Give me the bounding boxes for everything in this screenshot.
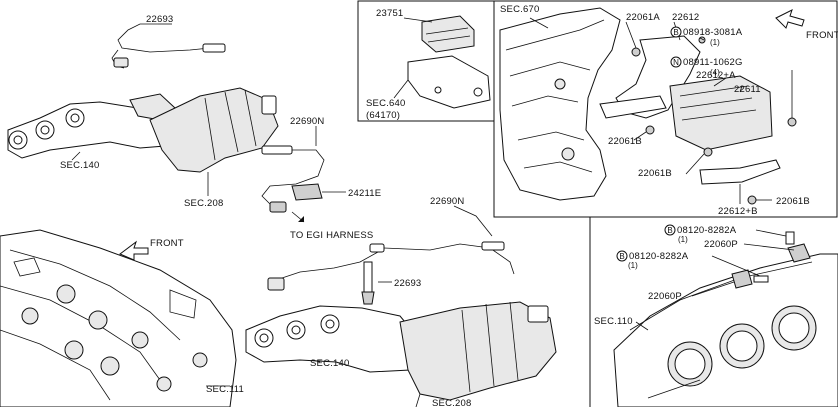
to-harness-arrowhead [298,216,304,222]
air-fuel-ratio-sensor-top [111,23,226,69]
leader-22611 [739,85,743,93]
label-22690N-top: 22690N [290,116,324,127]
leader-23751 [403,17,433,23]
oxygen-sensor-22690N-mid [369,241,515,275]
catalytic-converter-mid [399,301,557,407]
engine-block-left [0,229,237,407]
label-22693-top: 22693 [146,14,173,25]
leader-22061B-2 [685,153,705,175]
ecm-bracket-22612 [615,35,701,119]
bolt-symbol-circle-2 [664,224,676,236]
leader-22061B-1 [633,131,647,141]
leader-sec110 [635,321,649,331]
label-sec140-top: SEC.140 [60,160,99,171]
label-sec208-top: SEC.208 [184,198,223,209]
label-front-right: FRONT [806,30,838,41]
cylinder-block-sec110 [613,253,838,407]
leader-22060P-1 [743,243,795,251]
leader-sec640 [393,79,409,99]
leader-22612A [713,77,727,87]
bolt-symbol-letter-2: B [667,226,672,235]
leader-sec670 [529,17,549,29]
label-22060P-2: 22060P [648,291,682,302]
label-22061A: 22061A [626,12,660,23]
label-08120-2-qty: (1) [628,261,638,270]
body-structure-sec670 [499,7,621,201]
catalytic-converter-top [149,87,279,173]
label-08120-1: 08120-8282A [677,225,737,236]
front-arrow-right-icon [775,9,805,29]
label-08120-2: 08120-8282A [629,251,689,262]
label-22690N-mid: 22690N [430,196,464,207]
ecm-bracket-22612A [599,95,667,119]
bracket-24211E [291,183,323,201]
label-sec640: SEC.640 [366,98,405,109]
ecm-unit-22611 [669,75,773,151]
label-front-left: FRONT [150,238,184,249]
ecm-bracket-panel-frame [493,0,838,218]
label-22061B-3: 22061B [776,196,810,207]
bolt-symbol-letter-3: B [619,252,624,261]
leader-08120-1 [755,229,787,237]
nut-symbol-circle [670,56,682,68]
label-24211E: 24211E [348,188,381,199]
label-22061B-1: 22061B [608,136,642,147]
label-22693-mid: 22693 [394,278,421,289]
ecm-bracket-sec640 [407,55,491,109]
label-08120-1-qty: (1) [678,235,688,244]
label-23751: 23751 [376,8,403,19]
leader-sec140-bot [311,359,321,363]
label-22612B: 22612+B [718,206,758,217]
leader-08918 [699,37,705,41]
leader-22060P-2 [691,281,735,297]
label-sec670: SEC.670 [500,4,539,15]
label-08918: 08918-3081A [683,27,743,38]
label-22611: 22611 [734,84,761,95]
camshaft-sensor-22060P-lower [731,269,769,289]
label-sec110: SEC.110 [594,316,633,327]
label-sec111: SEC.111 [206,384,244,395]
label-sec640-sub: (64170) [366,110,400,121]
bolt-symbol-letter: B [673,28,678,37]
label-08911: 08911-1062G [683,57,743,68]
leader-22690N-mid [453,205,493,237]
exhaust-manifold-top [7,93,176,159]
camshaft-sensor-22060P-upper [785,231,811,263]
label-08911-qty: (4) [710,68,720,77]
label-sec140-bot: SEC.140 [310,358,349,369]
exhaust-manifold-mid [245,305,421,373]
leader-08120-2 [711,255,761,277]
leader-sec140-top [71,151,81,161]
air-fuel-ratio-sensor-mid [267,251,379,305]
nut-symbol-letter: N [673,58,679,67]
label-to-egi-harness: TO EGI HARNESS [290,230,373,241]
bolts-22061 [631,36,797,205]
label-sec208-bot: SEC.208 [432,398,471,407]
bolt-symbol-circle [670,26,682,38]
ecm-bracket-22612B [699,159,781,185]
label-22061B-2: 22061B [638,168,672,179]
label-22060P-1: 22060P [704,239,738,250]
front-arrow-left-icon [119,240,149,261]
label-08918-qty: (1) [710,38,720,47]
oxygen-sensor-22690N-top [261,145,325,213]
ecm-module-23751 [421,15,475,53]
leader-22061A [625,21,637,49]
bolt-symbol-circle-3 [616,250,628,262]
label-22612A: 22612+A [696,70,736,81]
label-22612: 22612 [672,12,699,23]
